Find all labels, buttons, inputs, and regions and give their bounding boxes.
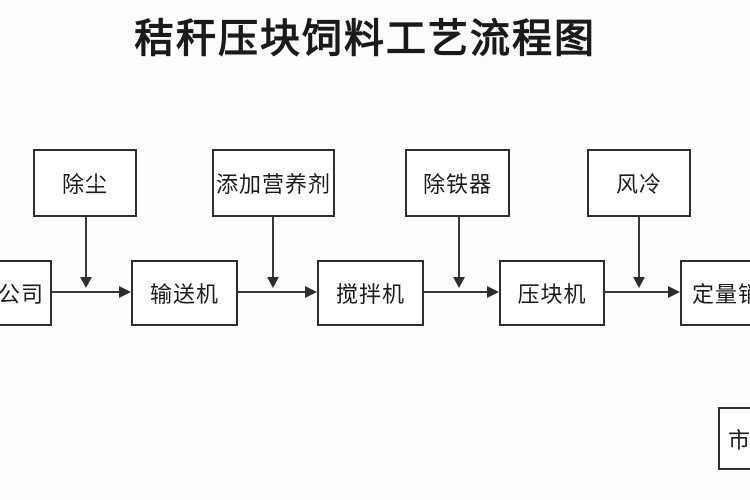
- node-label: 定量销售: [692, 282, 750, 307]
- connector-press-quant: [605, 291, 668, 293]
- connector-mixer-press: [424, 291, 487, 293]
- node-label: 添加营养剂: [215, 172, 331, 197]
- arrow-down-icon: [267, 277, 279, 288]
- connector-down-cooling: [638, 217, 640, 277]
- connector-down-nutrients: [272, 217, 274, 277]
- node-air-cooling: 风冷: [587, 149, 691, 217]
- node-label: 搅拌机: [335, 282, 405, 307]
- arrow-right-icon: [119, 286, 131, 298]
- node-label: 压块机: [517, 282, 587, 307]
- arrow-down-icon: [80, 277, 92, 288]
- node-dust-removal: 除尘: [33, 149, 137, 217]
- connector-down-dust: [85, 217, 87, 277]
- node-block-press: 压块机: [499, 260, 605, 326]
- page-title: 秸秆压块饲料工艺流程图: [134, 17, 596, 61]
- node-add-nutrients: 添加营养剂: [212, 149, 335, 217]
- node-quantitative-sales: 定量销售: [680, 260, 750, 326]
- connector-company-conveyor: [52, 291, 119, 293]
- node-mixer: 搅拌机: [317, 260, 424, 326]
- connector-down-iron: [458, 217, 460, 277]
- arrow-right-icon: [305, 286, 317, 298]
- node-iron-remover: 除铁器: [405, 149, 510, 217]
- arrow-down-icon: [633, 277, 645, 288]
- arrow-down-icon: [453, 277, 465, 288]
- node-label: 风冷: [615, 172, 662, 197]
- node-market: 市场: [718, 407, 750, 470]
- connector-conveyor-mixer: [238, 291, 305, 293]
- node-label: 除尘: [61, 172, 108, 197]
- node-conveyor: 输送机: [131, 260, 238, 326]
- node-label: 输送机: [149, 282, 219, 307]
- node-label: 除铁器: [422, 172, 492, 197]
- arrow-right-icon: [487, 286, 499, 298]
- node-company: 公司: [0, 260, 52, 326]
- arrow-right-icon: [668, 286, 680, 298]
- node-label: 公司: [0, 282, 44, 307]
- node-label: 市场: [728, 427, 750, 453]
